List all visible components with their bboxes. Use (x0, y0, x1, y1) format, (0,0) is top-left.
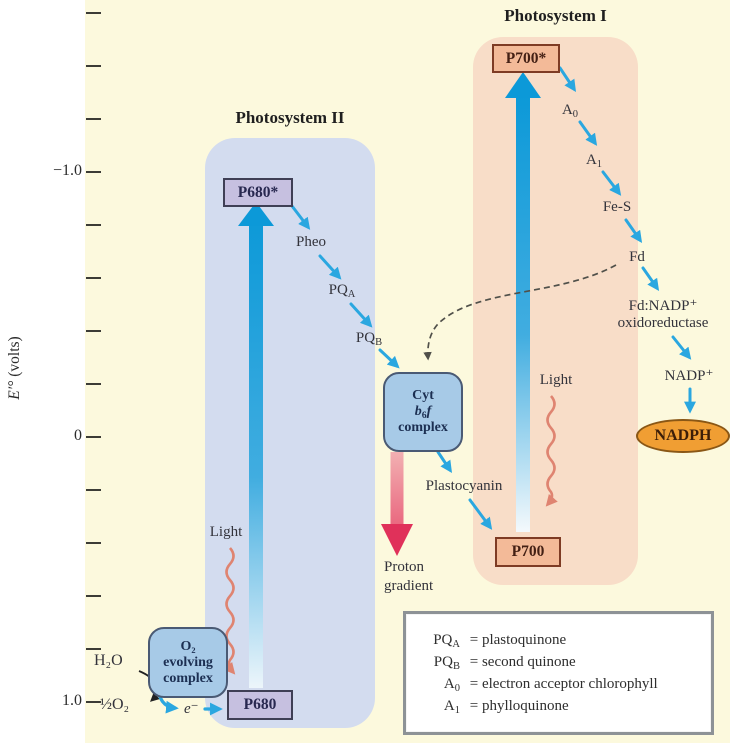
fes-to-fd-arrow (624, 218, 643, 243)
axis-tick (86, 277, 101, 280)
axis-tick (86, 118, 101, 121)
p700-star-box: P700* (492, 44, 560, 73)
photosystem-1-title: Photosystem I (504, 6, 607, 25)
fd-label: Fd (629, 249, 645, 265)
a1-label: A1 (585, 152, 603, 171)
p700-box: P700 (495, 537, 561, 567)
axis-tick (86, 224, 101, 227)
a0-label: A0 (561, 102, 579, 121)
pqa-to-pqb-arrow (349, 302, 373, 328)
cyt-b6f-complex-box: Cyt b6f complex (383, 372, 463, 452)
axis-tick-label-neg1: −1.0 (52, 162, 82, 179)
proton-gradient-arrow (381, 452, 413, 556)
axis-tick (86, 595, 101, 598)
p700star-to-a0-arrow (558, 66, 576, 92)
fe-s-label: Fe-S (602, 199, 632, 215)
nadph-ellipse: NADPH (636, 419, 730, 453)
fd-nadp-reductase-label: Fd:NADP⁺ oxidoreductase (617, 298, 709, 331)
electron-transfer-arrows (290, 66, 696, 530)
axis-tick-label-zero: 0 (74, 427, 82, 444)
plastocyanin-to-p700-arrow (468, 498, 493, 530)
axis-tick-major (86, 701, 101, 704)
o2-evolving-complex-box: O₂ evolving complex (148, 627, 228, 698)
legend-item-pqa: PQA = plastoquinone (433, 631, 567, 650)
p700-excitation-arrow (505, 72, 541, 532)
light-wave-ps1 (545, 395, 558, 507)
legend-item-a0: A0 = electron acceptor chlorophyll (443, 675, 658, 694)
p680-box: P680 (227, 690, 293, 720)
axis-tick (86, 648, 101, 651)
photosystem-2-title: Photosystem II (235, 108, 345, 127)
half-o2-label: ½O₂ (100, 696, 130, 713)
photosystem-2-panel (205, 138, 375, 728)
legend-item-pqb: PQB = second quinone (433, 653, 576, 672)
axis-tick-major (86, 436, 101, 439)
electron-label: e⁻ (184, 701, 199, 717)
p680-star-box: P680* (223, 178, 293, 207)
reductase-to-nadp-arrow (671, 335, 692, 360)
legend-item-a1: A1 = phylloquinone (443, 697, 569, 716)
axis-tick (86, 12, 101, 15)
a1-to-fes-arrow (601, 170, 622, 196)
pqb-to-cyt-arrow (378, 348, 400, 369)
cyclic-flow-dashed-arrow (423, 264, 617, 361)
p680-excitation-arrow (238, 202, 274, 688)
legend-box: PQA = plastoquinone PQB = second quinone… (403, 611, 714, 735)
axis-tick (86, 542, 101, 545)
axis-tick-major (86, 171, 101, 174)
plastocyanin-label: Plastocyanin (425, 478, 503, 494)
light-wave-ps2 (223, 547, 236, 675)
a0-to-a1-arrow (578, 120, 598, 146)
cyt-to-plastocyanin-arrow (436, 450, 452, 473)
axis-tick-label-pos1: 1.0 (62, 692, 82, 709)
nadp-label: NADP⁺ (664, 368, 714, 384)
pqa-label: PQA (328, 282, 356, 301)
pqb-label: PQB (355, 330, 383, 349)
light-label-ps1: Light (539, 372, 573, 388)
proton-gradient-label: Proton gradient (384, 559, 434, 594)
axis-tick (86, 489, 101, 492)
light-label-ps2: Light (209, 524, 243, 540)
axis-tick (86, 65, 101, 68)
h2o-label: H₂O (94, 652, 123, 669)
axis-tick (86, 330, 101, 333)
photosystem-1-panel (473, 37, 638, 585)
pheo-to-pqa-arrow (318, 254, 342, 280)
fd-to-reductase-arrow (641, 266, 660, 291)
p680star-to-pheo-arrow (290, 204, 311, 230)
pheo-label: Pheo (296, 234, 326, 250)
axis-tick (86, 383, 101, 386)
